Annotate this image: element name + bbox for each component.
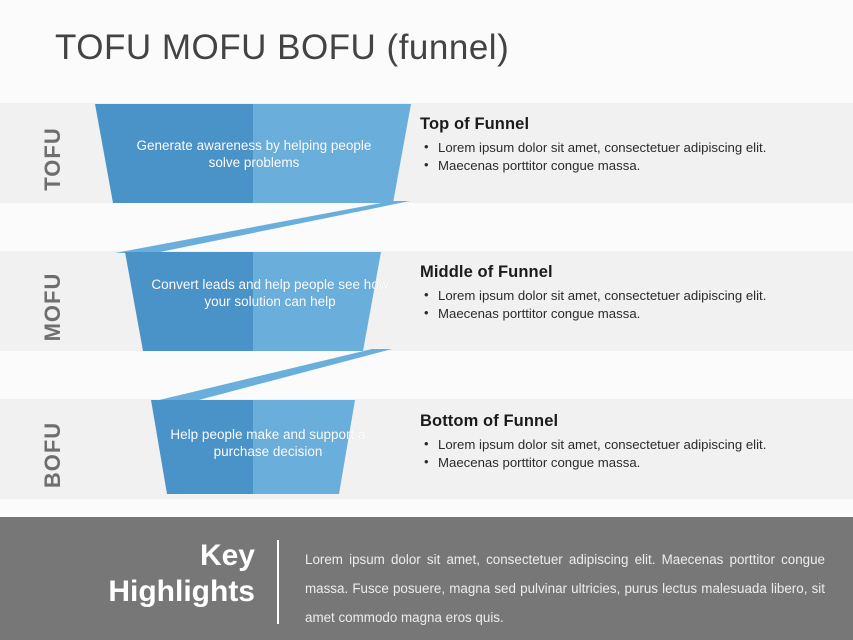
key-highlights-footer bbox=[0, 517, 853, 640]
stage-label-tofu: TOFU bbox=[40, 127, 65, 191]
stage-description-bofu: Bottom of Funnel Lorem ipsum dolor sit a… bbox=[420, 412, 840, 472]
list-item: Lorem ipsum dolor sit amet, consectetuer… bbox=[420, 138, 840, 156]
list-item: Maecenas porttitor congue massa. bbox=[420, 453, 840, 471]
list-item: Lorem ipsum dolor sit amet, consectetuer… bbox=[420, 286, 840, 304]
funnel-connector-1 bbox=[115, 201, 410, 253]
key-highlights-body: Lorem ipsum dolor sit amet, consectetuer… bbox=[305, 552, 825, 625]
stage-description-mofu: Middle of Funnel Lorem ipsum dolor sit a… bbox=[420, 263, 840, 323]
funnel-caption-tofu: Generate awareness by helping people sol… bbox=[136, 138, 372, 170]
funnel-caption-bofu: Help people make and support a purchase … bbox=[170, 427, 366, 459]
stage-label-bofu: BOFU bbox=[40, 421, 65, 489]
key-highlights-heading-line-1: Key bbox=[199, 539, 255, 572]
key-highlights-heading: Key Highlights bbox=[20, 538, 255, 610]
page-title: TOFU MOFU BOFU (funnel) bbox=[55, 28, 510, 67]
funnel-caption-mofu: Convert leads and help people see how yo… bbox=[151, 277, 389, 309]
key-highlights-heading-line-2: Highlights bbox=[108, 575, 255, 608]
stage-heading-bofu: Bottom of Funnel bbox=[420, 412, 559, 430]
footer-divider bbox=[277, 540, 279, 624]
stage-label-mofu: MOFU bbox=[40, 272, 65, 342]
list-item: Maecenas porttitor congue massa. bbox=[420, 156, 840, 174]
list-item: Maecenas porttitor congue massa. bbox=[420, 304, 840, 322]
stage-heading-tofu: Top of Funnel bbox=[420, 115, 530, 133]
list-item: Lorem ipsum dolor sit amet, consectetuer… bbox=[420, 435, 840, 453]
stage-bullet-list-tofu: Lorem ipsum dolor sit amet, consectetuer… bbox=[420, 138, 840, 174]
stage-description-tofu: Top of Funnel Lorem ipsum dolor sit amet… bbox=[420, 115, 840, 175]
stage-bullet-list-bofu: Lorem ipsum dolor sit amet, consectetuer… bbox=[420, 435, 840, 471]
funnel-connector-2 bbox=[155, 349, 392, 401]
stage-heading-mofu: Middle of Funnel bbox=[420, 263, 553, 281]
stage-bullet-list-mofu: Lorem ipsum dolor sit amet, consectetuer… bbox=[420, 286, 840, 322]
